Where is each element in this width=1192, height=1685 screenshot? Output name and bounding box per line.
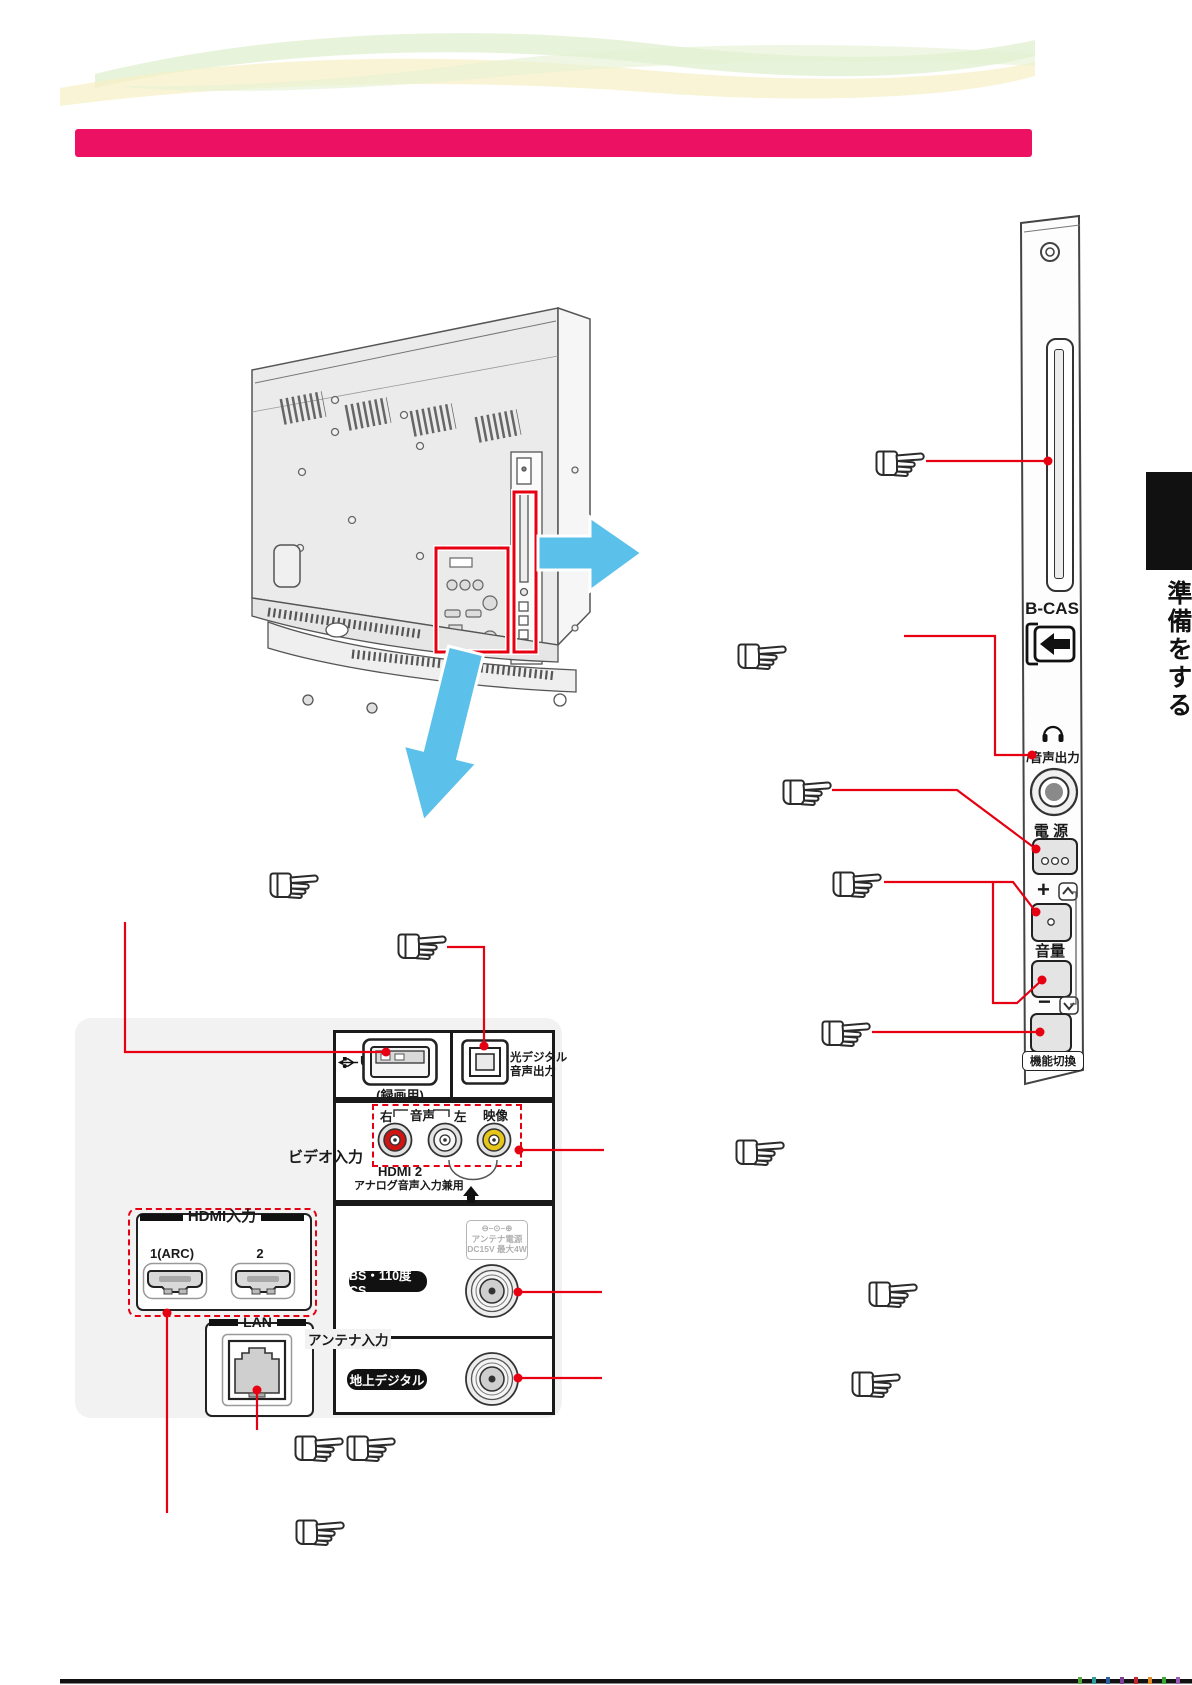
power-button — [1032, 838, 1078, 875]
jack-video-label: 映像 — [483, 1109, 509, 1123]
hdmi-port-1 — [142, 1262, 208, 1300]
bs-cs-antenna-port — [465, 1264, 519, 1318]
headphone-icon — [1042, 725, 1064, 742]
video-input-label: ビデオ入力 — [288, 1149, 364, 1166]
terrestrial-badge: 地上デジタル — [347, 1369, 427, 1390]
function-page-ref-hand-icon — [821, 1020, 871, 1047]
up-arrow-icon — [463, 1186, 479, 1203]
footer-rule — [60, 1679, 1192, 1684]
volume-plus-label: + — [1037, 877, 1050, 902]
optical-label-line1: 光デジタル — [510, 1052, 568, 1064]
function-switch-label: 機能切換 — [1022, 1051, 1084, 1071]
video-page-ref-hand-icon — [735, 1139, 785, 1166]
volume-down-callout-line — [991, 882, 1043, 1005]
label-bar — [140, 1213, 183, 1221]
usb-callout-line — [123, 922, 386, 1054]
usb-page-ref-hand-icon — [269, 872, 319, 899]
usb-port — [362, 1038, 438, 1086]
antenna-power-note: ⊖–⊙–⊕ アンテナ電源 DC15V 最大4W — [466, 1220, 528, 1260]
terrestrial-text: 地上デジタル — [349, 1374, 425, 1388]
function-switch-text: 機能切換 — [1030, 1056, 1076, 1068]
section-title: 準備をする — [1164, 580, 1192, 720]
lan-port — [221, 1333, 293, 1407]
hdmi-input-text: HDMI入力 — [187, 1208, 257, 1225]
video-jacks-dashed-outline — [372, 1104, 522, 1167]
jack-audio-label: 音声 — [410, 1109, 436, 1123]
rca-jack-video — [476, 1122, 512, 1158]
power-page-ref-hand-icon — [782, 779, 832, 806]
jack-right-label: 右 — [380, 1110, 393, 1124]
label-bar — [276, 1319, 306, 1327]
antenna-power-line2: DC15V 最大4W — [467, 1244, 527, 1255]
lan-text: LAN — [243, 1314, 272, 1330]
volume-rocker-bracket — [1070, 891, 1077, 1005]
audio-output-label: /音声出力 — [1026, 751, 1080, 765]
antenna-power-line1: アンテナ電源 — [471, 1233, 523, 1244]
label-bar — [261, 1213, 305, 1221]
power-label: 電 源 — [1033, 823, 1069, 840]
terrestrial-page-ref-hand-icon — [851, 1371, 901, 1398]
hdmi-port1-label: 1(ARC) — [149, 1246, 195, 1261]
jack-left-label: 左 — [454, 1110, 467, 1124]
screw-hole-icon — [1040, 242, 1060, 262]
headphone-callout-line — [904, 634, 1032, 757]
optical-label-line2: 音声出力 — [510, 1066, 556, 1078]
volume-label: 音量 — [1034, 943, 1065, 960]
rca-jack-audio-left — [427, 1122, 463, 1158]
hdmi-port-2 — [230, 1262, 296, 1300]
bcas-label: B-CAS — [1025, 599, 1079, 618]
hdmi-page-ref-hand-icon — [295, 1519, 345, 1546]
label-bar — [209, 1319, 239, 1327]
hdmi-input-title: HDMI入力 — [140, 1208, 305, 1226]
decorative-ribbon — [60, 33, 1035, 106]
section-index-tab — [1146, 472, 1192, 570]
shared-jack-curve — [448, 1159, 498, 1181]
zoom-right-arrow — [536, 514, 645, 594]
print-marks — [1078, 1677, 1180, 1684]
antenna-box-divider — [333, 1336, 555, 1339]
lan-title: LAN — [209, 1314, 306, 1330]
analog-audio-shared-label: アナログ音声入力兼用 — [354, 1180, 464, 1192]
usb-icon — [337, 1057, 359, 1069]
optical-page-ref-hand-icon — [397, 933, 447, 960]
usb-sub-label: (録画用) — [376, 1088, 424, 1103]
volume-page-ref-hand-icon — [832, 871, 882, 898]
lan-page-ref-hand-icon-1 — [294, 1435, 344, 1462]
power-callout-line — [832, 788, 1037, 850]
rca-jack-audio-right — [377, 1122, 413, 1158]
hdmi-port2-label: 2 — [256, 1246, 264, 1261]
bs-cs-text: BS・110度CS — [349, 1269, 412, 1298]
antenna-input-label: アンテナ入力 — [305, 1329, 392, 1349]
hdmi-dashed-outline — [128, 1208, 317, 1317]
volume-up-callout-line — [884, 880, 1037, 913]
zoom-down-arrow — [401, 644, 486, 825]
bcas-page-ref-hand-icon — [875, 450, 925, 477]
side-panel-red-outline — [512, 490, 538, 654]
optical-callout-line — [447, 945, 486, 1046]
callout-dots — [162, 456, 1053, 1395]
section-header-bar — [75, 129, 1032, 157]
lan-page-ref-hand-icon-2 — [346, 1435, 396, 1462]
bcas-card-slot-opening — [1054, 349, 1064, 579]
bcas-insert-arrow-icon — [1025, 622, 1076, 666]
headphone-page-ref-hand-icon — [737, 643, 787, 670]
headphone-jack — [1029, 767, 1079, 817]
bs-cs-badge: BS・110度CS — [349, 1269, 427, 1298]
usb-optical-divider — [450, 1030, 453, 1100]
volume-minus-label: − — [1038, 989, 1051, 1014]
antenna-power-symbols: ⊖–⊙–⊕ — [481, 1223, 513, 1233]
hdmi2-shared-label: HDMI 2 — [378, 1164, 423, 1179]
audio-label-brackets — [393, 1109, 450, 1117]
terrestrial-antenna-port — [465, 1352, 519, 1406]
bs-cs-page-ref-hand-icon — [868, 1281, 918, 1308]
